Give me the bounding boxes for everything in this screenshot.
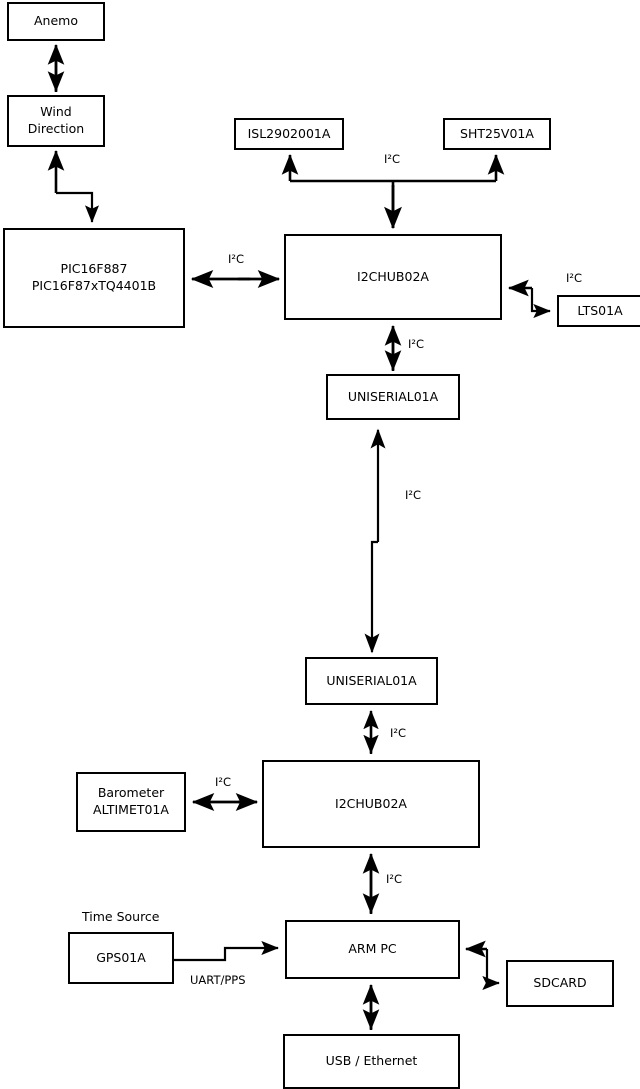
- edge-label-barometer-hub: I²C: [215, 775, 232, 789]
- connector-wind-pic: [47, 149, 100, 223]
- node-sht25v01a-label: SHT25V01A: [460, 125, 534, 141]
- edge-label-gps-armpc: UART/PPS: [190, 973, 246, 987]
- node-uniserial01a-bottom-label: UNISERIAL01A: [326, 672, 417, 688]
- node-sht25v01a[interactable]: SHT25V01A: [443, 118, 551, 150]
- node-barometer-altimet01a[interactable]: Barometer ALTIMET01A: [76, 772, 186, 832]
- edge-label-hub-armpc: I²C: [386, 872, 403, 886]
- label-time-source: Time Source: [82, 909, 160, 924]
- node-lts01a-label: LTS01A: [577, 302, 623, 318]
- node-gps01a-label: GPS01A: [96, 949, 146, 965]
- node-i2chub02a-bottom-label: I2CHUB02A: [335, 795, 407, 811]
- node-usb-ethernet-label: USB / Ethernet: [325, 1053, 418, 1069]
- connector-uniserial-link: [364, 428, 386, 654]
- node-barometer-altimet01a-label: Barometer ALTIMET01A: [93, 785, 169, 817]
- node-uniserial01a-top[interactable]: UNISERIAL01A: [326, 374, 460, 420]
- edge-label-hub-lts: I²C: [566, 271, 583, 285]
- node-sdcard[interactable]: SDCARD: [506, 960, 614, 1007]
- connector-hubtop-lts: [507, 279, 551, 319]
- edge-label-sensor-bus: I²C: [384, 152, 401, 166]
- connector-gps-armpc: [174, 940, 279, 962]
- node-isl2902001a-label: ISL2902001A: [247, 125, 331, 141]
- node-wind-direction-label: Wind Direction: [27, 104, 85, 136]
- node-anemo[interactable]: Anemo: [7, 2, 105, 41]
- node-pic-mcu[interactable]: PIC16F887 PIC16F87xTQ4401B: [3, 228, 185, 328]
- node-wind-direction[interactable]: Wind Direction: [7, 95, 105, 147]
- node-pic-mcu-label: PIC16F887 PIC16F87xTQ4401B: [31, 261, 157, 293]
- connector-armpc-sdcard: [464, 940, 500, 991]
- node-uniserial01a-bottom[interactable]: UNISERIAL01A: [305, 657, 438, 705]
- node-anemo-label: Anemo: [34, 13, 78, 29]
- edge-label-uniserial-hub-bottom: I²C: [390, 726, 407, 740]
- edge-label-hub-uniserial: I²C: [408, 337, 425, 351]
- node-usb-ethernet[interactable]: USB / Ethernet: [283, 1034, 460, 1089]
- edge-label-uniserial-link: I²C: [405, 488, 422, 502]
- connector-hubtop-sensorbus: [281, 153, 505, 230]
- node-isl2902001a[interactable]: ISL2902001A: [234, 118, 344, 150]
- edge-label-pic-hub: I²C: [228, 252, 245, 266]
- node-i2chub02a-bottom[interactable]: I2CHUB02A: [262, 760, 480, 848]
- node-lts01a[interactable]: LTS01A: [557, 295, 640, 327]
- node-sdcard-label: SDCARD: [533, 975, 587, 991]
- node-arm-pc-label: ARM PC: [348, 941, 397, 957]
- node-uniserial01a-top-label: UNISERIAL01A: [347, 388, 439, 404]
- node-gps01a[interactable]: GPS01A: [68, 932, 174, 984]
- node-i2chub02a-top[interactable]: I2CHUB02A: [284, 234, 502, 320]
- node-i2chub02a-top-label: I2CHUB02A: [357, 268, 429, 284]
- node-arm-pc[interactable]: ARM PC: [285, 920, 460, 979]
